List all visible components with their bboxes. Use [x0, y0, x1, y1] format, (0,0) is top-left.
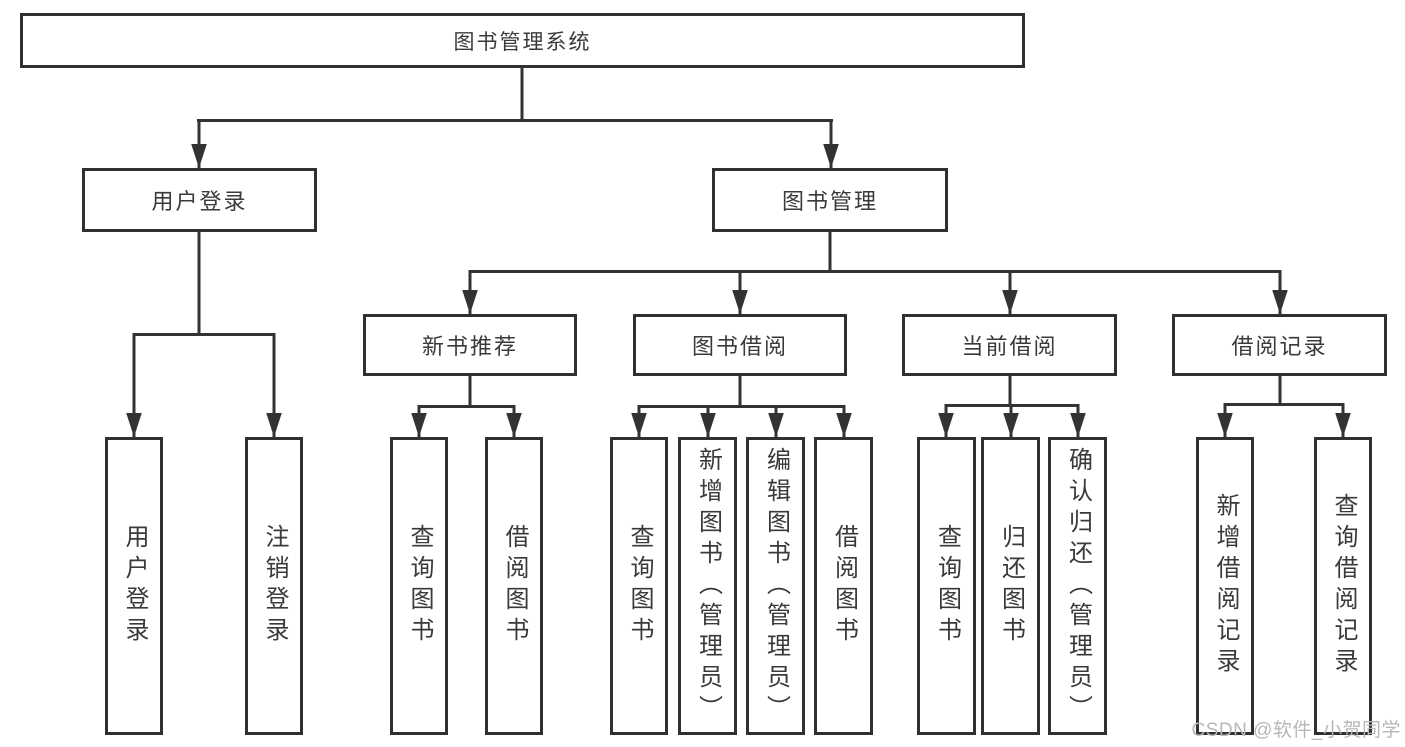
node-label: 编辑图书（管理员）: [762, 446, 790, 726]
node-label: 借阅图书: [830, 524, 858, 648]
node-label: 查询图书: [933, 524, 961, 648]
leaf-current-query-books: 查询图书: [917, 437, 976, 735]
node-label: 借阅图书: [501, 524, 528, 648]
node-label: 图书借阅: [691, 334, 788, 359]
leaf-records-add-record: 新增借阅记录: [1196, 437, 1254, 735]
node-label: 查询图书: [626, 524, 653, 648]
node-book-management: 图书管理: [712, 168, 948, 232]
node-label: 新增借阅记录: [1212, 493, 1239, 679]
leaf-borrow-borrow-books: 借阅图书: [814, 437, 873, 735]
leaf-current-return-books: 归还图书: [981, 437, 1040, 735]
node-user-login: 用户登录: [82, 168, 317, 232]
node-label: 图书管理系统: [453, 30, 592, 54]
node-root: 图书管理系统: [20, 13, 1025, 68]
leaf-records-query-record: 查询借阅记录: [1314, 437, 1372, 735]
leaf-current-confirm-return-admin: 确认归还（管理员）: [1048, 437, 1107, 735]
leaf-user-login: 用户登录: [105, 437, 163, 735]
node-label: 图书管理: [781, 189, 878, 214]
node-label: 查询图书: [406, 524, 433, 648]
node-borrowing-records: 借阅记录: [1172, 314, 1387, 376]
node-label: 归还图书: [997, 524, 1025, 648]
node-label: 借阅记录: [1231, 334, 1328, 359]
node-label: 新增图书（管理员）: [694, 446, 722, 726]
node-label: 用户登录: [121, 524, 148, 648]
leaf-borrow-edit-books-admin: 编辑图书（管理员）: [746, 437, 805, 735]
node-label: 用户登录: [151, 189, 248, 214]
node-new-book-recommend: 新书推荐: [363, 314, 577, 376]
node-label: 注销登录: [261, 524, 288, 648]
leaf-borrow-query-books: 查询图书: [610, 437, 668, 735]
node-label: 查询借阅记录: [1330, 493, 1357, 679]
node-label: 当前借阅: [961, 334, 1058, 359]
node-label: 确认归还（管理员）: [1064, 446, 1092, 726]
node-book-borrowing: 图书借阅: [633, 314, 847, 376]
csdn-watermark: CSDN @软件_小贺同学: [1191, 720, 1401, 741]
leaf-newrec-query-books: 查询图书: [390, 437, 448, 735]
leaf-newrec-borrow-books: 借阅图书: [485, 437, 543, 735]
leaf-logout: 注销登录: [245, 437, 303, 735]
leaf-borrow-add-books-admin: 新增图书（管理员）: [678, 437, 737, 735]
node-current-borrowing: 当前借阅: [902, 314, 1117, 376]
node-label: 新书推荐: [421, 334, 518, 359]
